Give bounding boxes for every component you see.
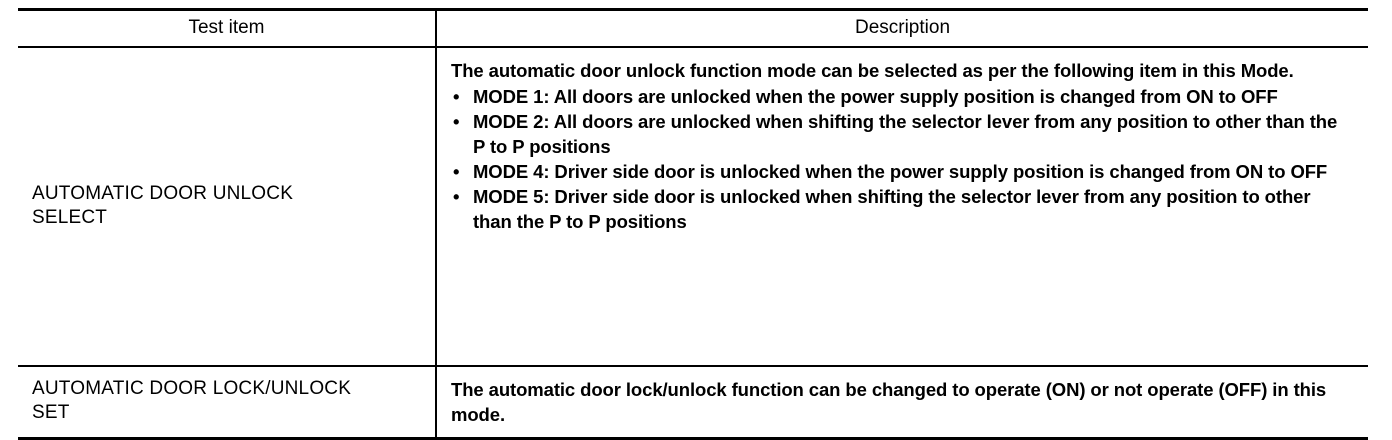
table-body: AUTOMATIC DOOR UNLOCK SELECT The automat… — [18, 47, 1368, 440]
test-item-label: AUTOMATIC DOOR LOCK/UNLOCK SET — [32, 378, 352, 423]
column-header-description: Description — [436, 8, 1368, 48]
list-item: • MODE 2: All doors are unlocked when sh… — [451, 109, 1354, 159]
list-item-text: MODE 2: All doors are unlocked when shif… — [473, 111, 1338, 157]
bullet-point-icon: • — [453, 111, 460, 132]
list-item: • MODE 4: Driver side door is unlocked w… — [451, 159, 1354, 184]
list-item-text: MODE 5: Driver side door is unlocked whe… — [473, 186, 1311, 232]
list-item-text: MODE 4: Driver side door is unlocked whe… — [473, 161, 1328, 182]
table-row: AUTOMATIC DOOR LOCK/UNLOCK SET The autom… — [18, 365, 1368, 440]
table-header: Test item Description — [18, 8, 1368, 48]
bullet-point-icon: • — [453, 161, 460, 182]
cell-description: The automatic door unlock function mode … — [436, 47, 1368, 366]
bullet-point-icon: • — [453, 86, 460, 107]
test-item-label: AUTOMATIC DOOR UNLOCK SELECT — [32, 182, 294, 228]
cell-description: The automatic door lock/unlock function … — [436, 365, 1368, 440]
list-item: • MODE 1: All doors are unlocked when th… — [451, 84, 1354, 109]
list-item: • MODE 5: Driver side door is unlocked w… — [451, 184, 1354, 234]
spec-table: Test item Description AUTOMATIC DOOR UNL… — [18, 8, 1368, 440]
description-intro: The automatic door unlock function mode … — [451, 60, 1294, 81]
list-item-text: MODE 1: All doors are unlocked when the … — [473, 86, 1278, 107]
column-header-test-item: Test item — [18, 8, 437, 48]
table-row: AUTOMATIC DOOR UNLOCK SELECT The automat… — [18, 47, 1368, 366]
table-header-row: Test item Description — [18, 8, 1368, 48]
description-bullet-list: • MODE 1: All doors are unlocked when th… — [451, 84, 1354, 234]
cell-test-item: AUTOMATIC DOOR UNLOCK SELECT — [18, 47, 437, 366]
description-intro: The automatic door lock/unlock function … — [451, 379, 1327, 425]
bullet-point-icon: • — [453, 186, 460, 207]
cell-test-item: AUTOMATIC DOOR LOCK/UNLOCK SET — [18, 365, 437, 440]
